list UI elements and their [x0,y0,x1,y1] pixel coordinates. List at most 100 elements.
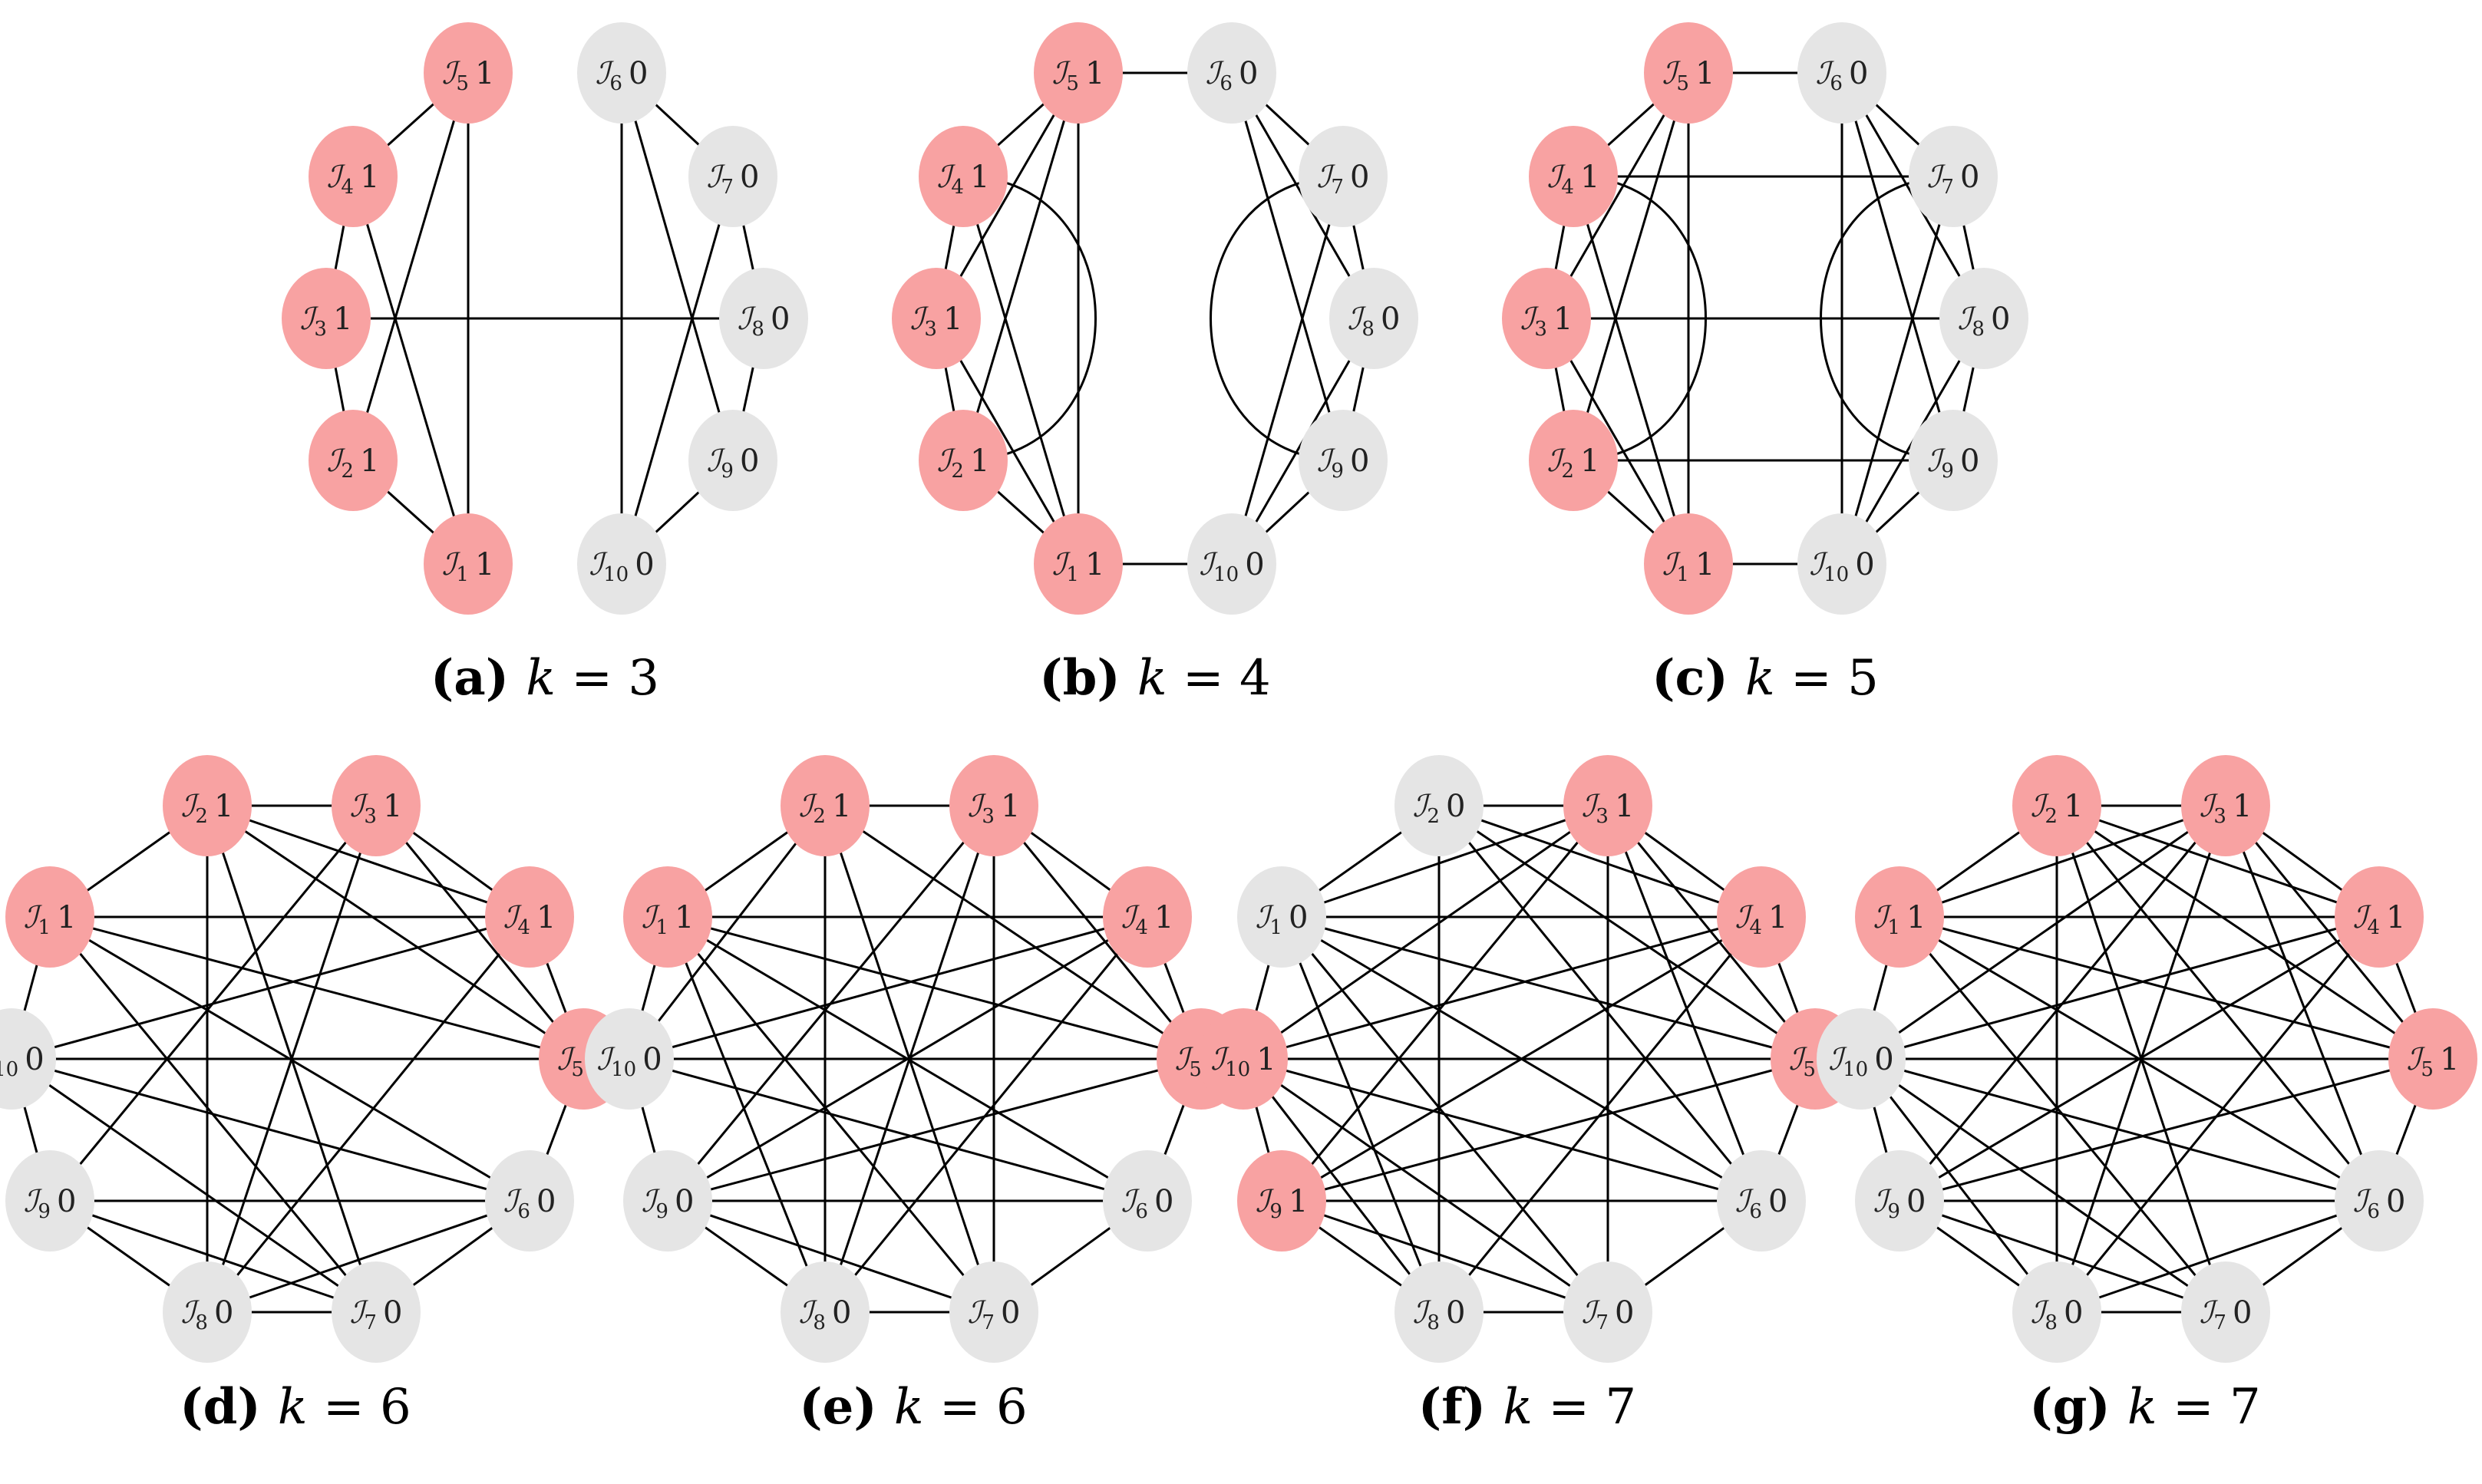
caption-variable: k [1745,650,1775,707]
node-value: 1 [943,302,962,337]
node-ellipse [1563,1261,1652,1363]
node-value: 1 [1906,900,1926,935]
node-ellipse [781,1261,870,1363]
edge-3-6 [1606,805,1763,1202]
node-index: 7 [2213,1311,2226,1334]
node-index: 2 [2045,805,2058,828]
edge-4-10 [629,915,1148,1060]
node-index: 3 [924,318,937,341]
edge-6-9 [1840,72,1955,461]
node-index: 5 [571,1058,584,1081]
node-index: 4 [517,916,530,939]
caption-letter: (d) [180,1378,278,1436]
node-index: 5 [2421,1058,2434,1081]
edge-1-5 [1899,915,2434,1060]
node-index: 7 [721,176,734,199]
node-index: 5 [1189,1058,1202,1081]
node-index: 9 [38,1200,51,1223]
node-value: 0 [1381,302,1400,337]
node-ellipse [1034,22,1123,124]
node-ellipse [485,866,574,968]
edge-2-6 [1437,805,1763,1202]
caption-letter: (g) [2029,1378,2127,1436]
node-index: 2 [1561,460,1574,483]
node-index: 10 [611,1058,636,1081]
node-ellipse [919,126,1008,227]
node-value: 0 [1849,56,1868,91]
node-index: 6 [1830,72,1843,95]
node-value: 0 [832,1295,851,1331]
edge-3-10 [1243,804,1609,1060]
node-index: 4 [2367,916,2380,939]
edge-1-8 [1280,916,1441,1313]
node-ellipse [949,1261,1038,1363]
node-value: 0 [57,1184,76,1219]
node-ellipse [332,1261,421,1363]
node-ellipse [1855,866,1944,968]
edge-8-10 [1860,1058,2058,1313]
node-ellipse [309,410,398,511]
caption-letter: (f) [1418,1378,1503,1436]
node-value: 1 [360,444,379,479]
node-value: 0 [1289,900,1308,935]
edge-4-1 [1572,176,1690,565]
node-index: 5 [1676,72,1689,95]
edge-3-5 [992,805,1203,1060]
node-index: 9 [1887,1200,1900,1223]
node-ellipse [163,1261,252,1363]
caption-relation: = 3 [556,650,659,707]
edge-1-5 [667,915,1202,1060]
node-value: 1 [1289,1184,1308,1219]
node-ellipse [282,268,371,369]
node-value: 1 [1085,56,1104,91]
node-index: 3 [1534,318,1547,341]
node-index: 10 [1843,1058,1868,1081]
node-ellipse [1187,22,1276,124]
node-index: 4 [951,176,964,199]
node-value: 1 [360,160,379,195]
node-index: 10 [603,563,629,586]
node-value: 1 [2440,1042,2459,1077]
node-index: 2 [951,460,964,483]
edge-5-2 [352,72,470,461]
node-value: 1 [536,900,556,935]
node-value: 1 [475,547,494,582]
edge-6-10 [1860,1057,2380,1202]
edge-1-5 [49,915,584,1060]
node-ellipse [424,22,513,124]
edge-4-8 [206,916,531,1313]
